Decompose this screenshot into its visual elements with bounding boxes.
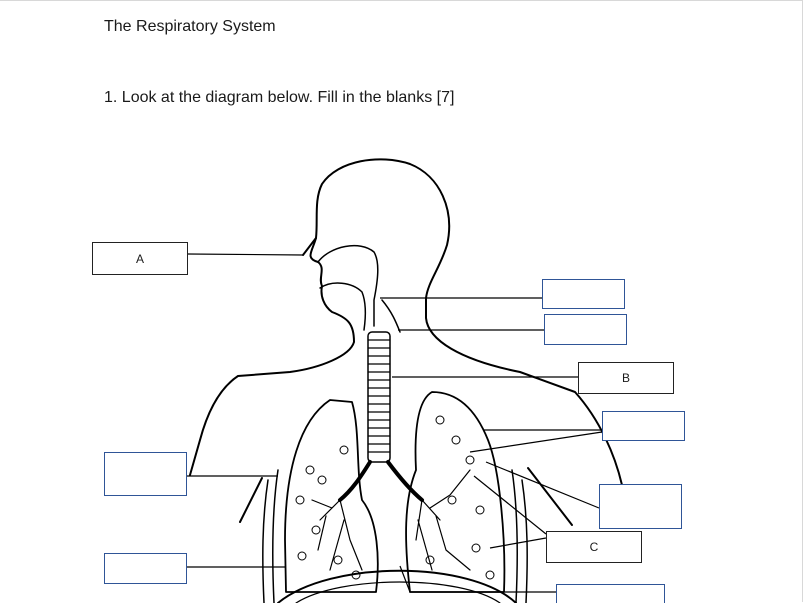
label-a-text: A bbox=[135, 251, 144, 266]
leader-line-a bbox=[187, 253, 304, 256]
page-title: The Respiratory System bbox=[104, 18, 276, 35]
label-b-text: B bbox=[621, 371, 630, 385]
left-side-arm bbox=[239, 477, 263, 523]
left-ribs bbox=[262, 469, 279, 603]
oral-cavity bbox=[319, 282, 367, 331]
answer-box-3[interactable] bbox=[602, 411, 685, 441]
trachea bbox=[367, 331, 391, 463]
leader-line-7 bbox=[399, 565, 411, 593]
leader-line-c2 bbox=[489, 537, 547, 549]
left-lung bbox=[284, 399, 379, 593]
label-box-b: B bbox=[578, 362, 674, 394]
answer-box-7[interactable] bbox=[556, 584, 665, 603]
answer-box-4[interactable] bbox=[599, 484, 682, 529]
right-side-arm bbox=[527, 467, 573, 526]
label-box-c: C bbox=[546, 531, 642, 563]
answer-box-5[interactable] bbox=[104, 452, 187, 496]
nasal-cavity bbox=[317, 244, 379, 327]
neck-front bbox=[189, 237, 355, 476]
answer-box-2[interactable] bbox=[544, 314, 627, 345]
leader-line-3b bbox=[469, 431, 603, 453]
diaphragm-inner bbox=[295, 581, 501, 603]
answer-box-1[interactable] bbox=[542, 279, 625, 309]
head-outline bbox=[302, 158, 623, 486]
diaphragm bbox=[277, 569, 517, 603]
left-bronchus bbox=[338, 460, 372, 502]
right-ribs bbox=[511, 469, 528, 603]
alveoli bbox=[295, 415, 495, 580]
right-bronchus bbox=[386, 460, 424, 502]
answer-box-6[interactable] bbox=[104, 553, 187, 584]
pharynx bbox=[381, 299, 401, 333]
right-lung bbox=[405, 391, 506, 593]
label-c-text: C bbox=[589, 540, 599, 554]
trachea-rings bbox=[367, 339, 391, 453]
leader-line-4 bbox=[485, 461, 600, 509]
leader-line-c1 bbox=[473, 475, 547, 535]
label-box-a: A bbox=[92, 242, 188, 275]
bronchioles bbox=[311, 469, 471, 571]
question-text: 1. Look at the diagram below. Fill in th… bbox=[104, 89, 455, 106]
